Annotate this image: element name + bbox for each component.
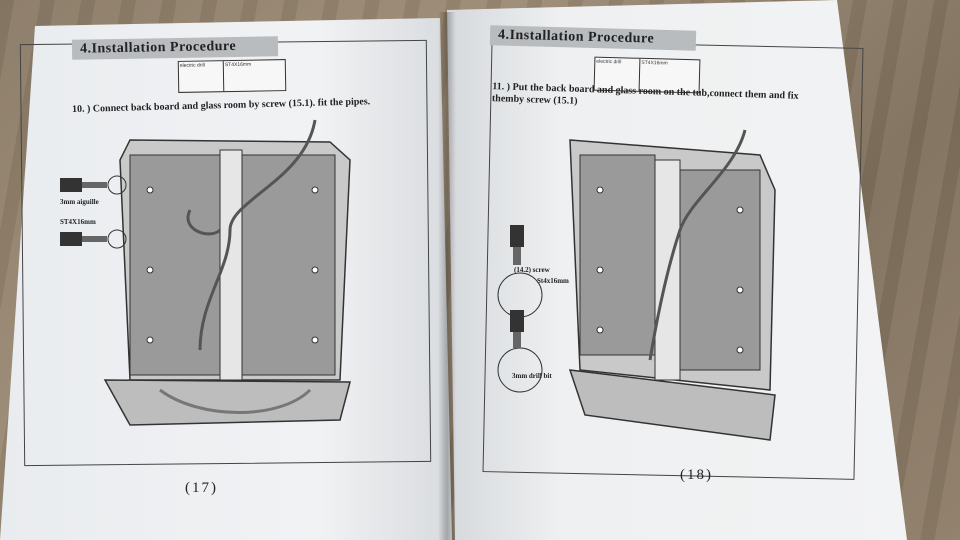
left-tool-screw: ST4X16mm [224, 60, 286, 91]
right-tool-drill-label: electric drill [596, 58, 622, 66]
left-page-number: (17) [185, 480, 218, 496]
left-shower-diagram [103, 119, 351, 426]
left-tool-drill: electric drill [178, 61, 225, 92]
left-tool-drill-label: electric drill [179, 62, 205, 69]
right-tool-screw-label: ST4X16mm [641, 59, 668, 67]
right-label-drill-bit: 3mm drill bit [512, 372, 552, 380]
right-shower-diagram [568, 129, 776, 441]
right-label-screw-size: St4x16mm [537, 277, 569, 285]
left-tool-screw-label: ST4X16mm [224, 61, 252, 69]
left-label-aiguille: 3mm aiguille [60, 198, 99, 206]
left-tools-box: electric drill ST4X16mm [177, 59, 287, 93]
right-callout-drill [497, 225, 543, 393]
left-label-screw: ST4X16mm [60, 218, 96, 226]
right-page-number: (18) [680, 467, 713, 483]
left-section-title: 4.Installation Procedure [71, 36, 279, 60]
left-callout-drill [60, 175, 127, 249]
right-label-screw-ref: (14.2) screw [514, 266, 550, 274]
book-spine-shadow [438, 12, 456, 540]
